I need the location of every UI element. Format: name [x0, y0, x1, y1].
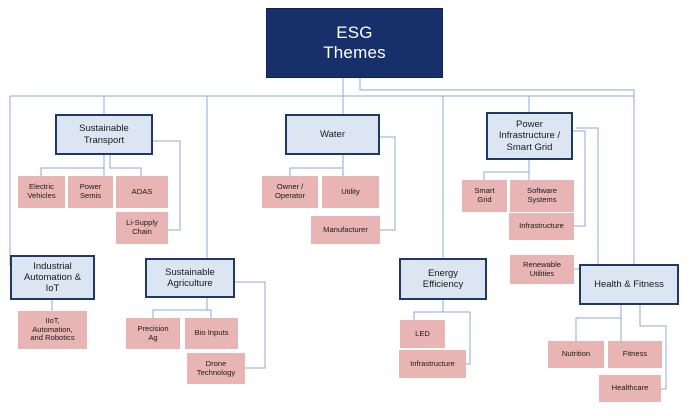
leaf-node-power-semis[interactable]: Power Semis: [68, 176, 113, 208]
leaf-label-line: Technology: [196, 367, 236, 377]
theme-node-sustainable-agriculture[interactable]: Sustainable Agriculture: [145, 258, 235, 298]
theme-label-line: IoT: [45, 283, 60, 295]
leaf-node-li-supply-chain[interactable]: Li-Supply Chain: [116, 212, 168, 244]
leaf-label-line: Chain: [132, 227, 152, 236]
leaf-label-line: Power: [79, 182, 102, 192]
leaf-node-led[interactable]: LED: [400, 320, 445, 348]
leaf-label-line: LED: [415, 328, 430, 338]
leaf-label-line: Electric: [29, 182, 54, 192]
root-label-line2: Themes: [323, 43, 386, 62]
leaf-node-precision-ag[interactable]: Precision Ag: [126, 318, 180, 349]
theme-label-line: Industrial: [33, 260, 72, 272]
leaf-label-line: Smart: [474, 186, 495, 196]
root-node-esg-themes[interactable]: ESG Themes: [266, 8, 443, 78]
leaf-node-drone-technology[interactable]: Drone Technology: [187, 353, 245, 384]
theme-label-line: Energy: [427, 267, 459, 279]
leaf-label-line: Utility: [341, 186, 360, 196]
theme-label-line: Transport: [83, 134, 125, 146]
theme-node-health-fitness[interactable]: Health & Fitness: [579, 264, 679, 305]
leaf-label-line: Systems: [527, 195, 557, 204]
leaf-label-line: Li-Supply: [126, 218, 158, 228]
leaf-label-line: Operator: [275, 191, 305, 200]
leaf-node-healthcare[interactable]: Healthcare: [599, 375, 661, 402]
leaf-label-line: Grid: [477, 195, 492, 204]
leaf-label-line: Semis: [79, 191, 102, 200]
leaf-label-line: Utilities: [529, 268, 555, 278]
leaf-node-iiot-automation-robotics[interactable]: IIoT, Automation, and Robotics: [18, 311, 87, 349]
theme-node-sustainable-transport[interactable]: Sustainable Transport: [55, 114, 153, 155]
theme-label-line: Sustainable: [79, 123, 129, 135]
leaf-label-line: Renewable: [523, 259, 561, 269]
leaf-label-line: Drone: [205, 358, 227, 368]
leaf-label-line: Infrastructure: [410, 358, 455, 368]
leaf-label-line: Automation,: [32, 324, 73, 334]
leaf-node-infrastructure-power[interactable]: Infrastructure: [509, 213, 574, 240]
leaf-node-fitness[interactable]: Fitness: [608, 341, 662, 368]
theme-label-line: Health & Fitness: [594, 278, 664, 290]
leaf-label-line: Owner /: [276, 182, 304, 192]
leaf-label-line: Healthcare: [611, 383, 649, 393]
leaf-node-utility[interactable]: Utility: [322, 176, 379, 208]
leaf-node-owner-operator[interactable]: Owner / Operator: [262, 176, 318, 208]
theme-node-industrial-automation-iot[interactable]: Industrial Automation & IoT: [10, 255, 95, 300]
leaf-node-renewable-utilities[interactable]: Renewable Utilities: [510, 255, 574, 284]
leaf-node-software-systems[interactable]: Software Systems: [510, 180, 574, 212]
leaf-node-manufacturer[interactable]: Manufacturer: [311, 216, 380, 244]
theme-label-line: Agriculture: [167, 278, 213, 289]
leaf-label-line: IIoT,: [45, 315, 60, 325]
leaf-label-line: Vehicles: [27, 191, 56, 200]
leaf-node-nutrition[interactable]: Nutrition: [548, 341, 604, 368]
leaf-label-line: Fitness: [622, 349, 648, 359]
leaf-node-bio-inputs[interactable]: Bio Inputs: [185, 318, 238, 349]
theme-node-water[interactable]: Water: [285, 114, 380, 155]
leaf-label-line: Manufacturer: [323, 224, 368, 234]
leaf-node-smart-grid[interactable]: Smart Grid: [462, 180, 507, 212]
leaf-label-line: Precision: [137, 323, 169, 333]
leaf-label-line: Infrastructure: [519, 221, 564, 231]
leaf-label-line: ADAS: [131, 186, 153, 196]
leaf-label-line: Ag: [148, 332, 158, 342]
theme-label-line: Automation &: [23, 271, 82, 283]
theme-label-line: Infrastructure /: [498, 130, 561, 142]
leaf-label-line: Nutrition: [561, 349, 591, 359]
leaf-label-line: and Robotics: [30, 333, 75, 343]
theme-label-line: Smart Grid: [506, 141, 553, 153]
leaf-node-infrastructure-energy[interactable]: Infrastructure: [399, 350, 466, 378]
leaf-node-electric-vehicles[interactable]: Electric Vehicles: [18, 176, 65, 208]
leaf-label-line: Bio Inputs: [194, 328, 229, 338]
theme-label-line: Power: [516, 119, 543, 131]
leaf-node-adas[interactable]: ADAS: [116, 176, 168, 208]
theme-node-power-infrastructure-smart-grid[interactable]: Power Infrastructure / Smart Grid: [486, 112, 573, 160]
leaf-label-line: Software: [527, 186, 557, 196]
theme-label-line: Efficiency: [422, 279, 464, 290]
theme-label-line: Water: [320, 128, 345, 140]
theme-label-line: Sustainable: [165, 266, 215, 278]
theme-node-energy-efficiency[interactable]: Energy Efficiency: [399, 258, 487, 300]
root-label-line1: ESG: [336, 22, 373, 42]
